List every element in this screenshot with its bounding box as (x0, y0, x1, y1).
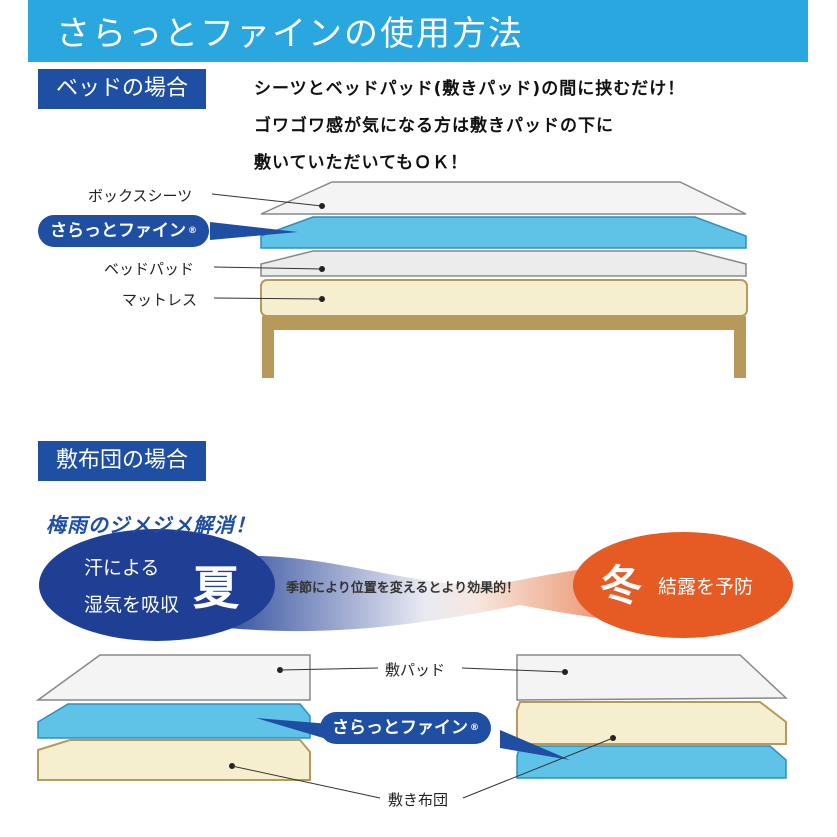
summer-text-1: 汗による (84, 557, 160, 579)
futon-section-label: 敷布団の場合 (38, 441, 207, 481)
registered-mark: ® (470, 723, 479, 733)
season-position-text: 季節により位置を変えるとより効果的！ (286, 581, 520, 596)
mattress-layer (260, 279, 748, 317)
product-layer (260, 216, 747, 249)
label-box-sheet: ボックスシーツ (88, 187, 193, 205)
label-bed-pad: ベッドパッド (104, 260, 195, 278)
product-badge-futon-text: さらっとファイン (332, 718, 468, 738)
rainy-season-tagline: 梅雨のジメジメ解消！ (46, 513, 256, 537)
bed-instruction-1: シーツとベッドパッド(敷きパッド)の間に挟むだけ！ (254, 79, 686, 99)
product-badge-bed: さらっとファイン® (38, 215, 209, 247)
bed-instruction-3: 敷いていただいてもＯＫ！ (254, 153, 469, 173)
box-sheet-layer (260, 181, 747, 215)
bed-pad-layer (260, 250, 747, 277)
bed-section-label: ベッドの場合 (38, 69, 207, 109)
summer-text-2: 湿気を吸収 (84, 594, 180, 616)
header-bar (28, 0, 808, 62)
season-band (200, 555, 700, 632)
label-futon: 敷き布団 (388, 791, 449, 809)
bed-frame (262, 316, 746, 378)
winter-season-label: 冬 (600, 561, 643, 610)
winter-text: 結露を予防 (658, 576, 754, 598)
label-mattress: マットレス (122, 291, 198, 309)
registered-mark: ® (188, 226, 197, 236)
product-badge-futon: さらっとファイン® (320, 712, 491, 744)
summer-bubble (39, 529, 275, 641)
label-futon-pad: 敷パッド (385, 661, 446, 679)
page-title: さらっとファインの使用方法 (56, 14, 524, 54)
summer-season-label: 夏 (193, 561, 239, 615)
product-badge-bed-text: さらっとファイン (50, 221, 186, 241)
winter-bubble (573, 532, 793, 638)
bed-instruction-2: ゴワゴワ感が気になる方は敷きパッドの下に (254, 116, 614, 136)
